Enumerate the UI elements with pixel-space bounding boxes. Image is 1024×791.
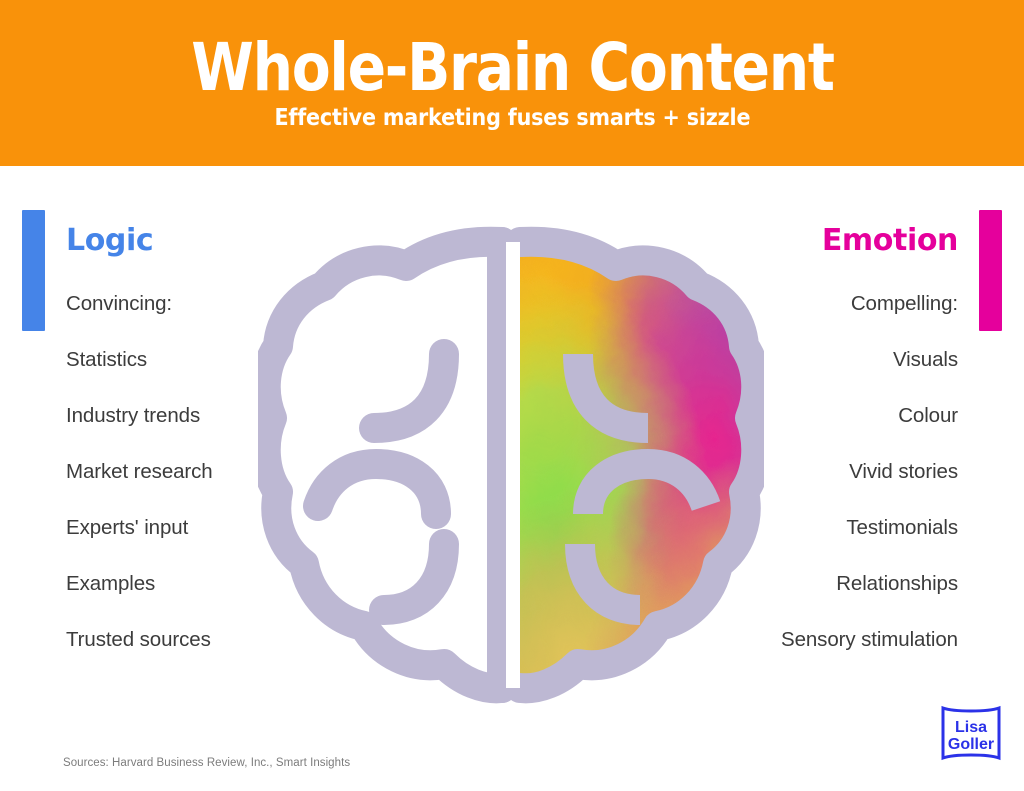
list-item: Statistics xyxy=(66,348,148,371)
logo-line-2: Goller xyxy=(948,736,994,753)
emotion-heading: Emotion xyxy=(821,223,959,258)
logic-accent-bar xyxy=(22,210,45,331)
emotion-item-list: Compelling: Visuals Colour Vivid stories… xyxy=(664,276,994,668)
logic-column: Logic Convincing: Statistics Industry tr… xyxy=(22,206,360,668)
list-item: Trusted sources xyxy=(66,628,211,651)
logic-heading: Logic xyxy=(66,223,154,258)
list-item: Visuals xyxy=(892,348,958,371)
list-item: Colour xyxy=(898,404,958,427)
brain-icon xyxy=(258,226,764,704)
logic-item-list: Convincing: Statistics Industry trends M… xyxy=(30,276,360,668)
logo-line-1: Lisa xyxy=(955,719,987,736)
emotion-accent-bar xyxy=(979,210,1002,331)
list-item: Market research xyxy=(66,460,213,483)
header-banner: Whole-Brain Content Effective marketing … xyxy=(0,0,1024,166)
page-title: Whole-Brain Content xyxy=(190,29,835,106)
page-subtitle: Effective marketing fuses smarts + sizzl… xyxy=(274,105,750,131)
brain-illustration xyxy=(258,214,764,718)
logo-book-icon: Lisa Goller xyxy=(941,705,1001,761)
emotion-column: Emotion Compelling: Visuals Colour Vivid… xyxy=(664,206,1002,668)
list-item: Industry trends xyxy=(66,404,201,427)
list-item: Compelling: xyxy=(850,292,958,315)
sources-text: Sources: Harvard Business Review, Inc., … xyxy=(63,757,351,769)
list-item: Experts' input xyxy=(66,516,189,539)
brain-left-hemisphere xyxy=(258,226,517,704)
list-item: Relationships xyxy=(836,572,958,595)
list-item: Convincing: xyxy=(66,292,173,315)
list-item: Sensory stimulation xyxy=(781,628,958,651)
list-item: Examples xyxy=(66,572,156,595)
lisa-goller-logo[interactable]: Lisa Goller xyxy=(940,703,1002,763)
brain-right-hemisphere xyxy=(505,226,764,704)
list-item: Testimonials xyxy=(846,516,958,539)
list-item: Vivid stories xyxy=(849,460,958,483)
